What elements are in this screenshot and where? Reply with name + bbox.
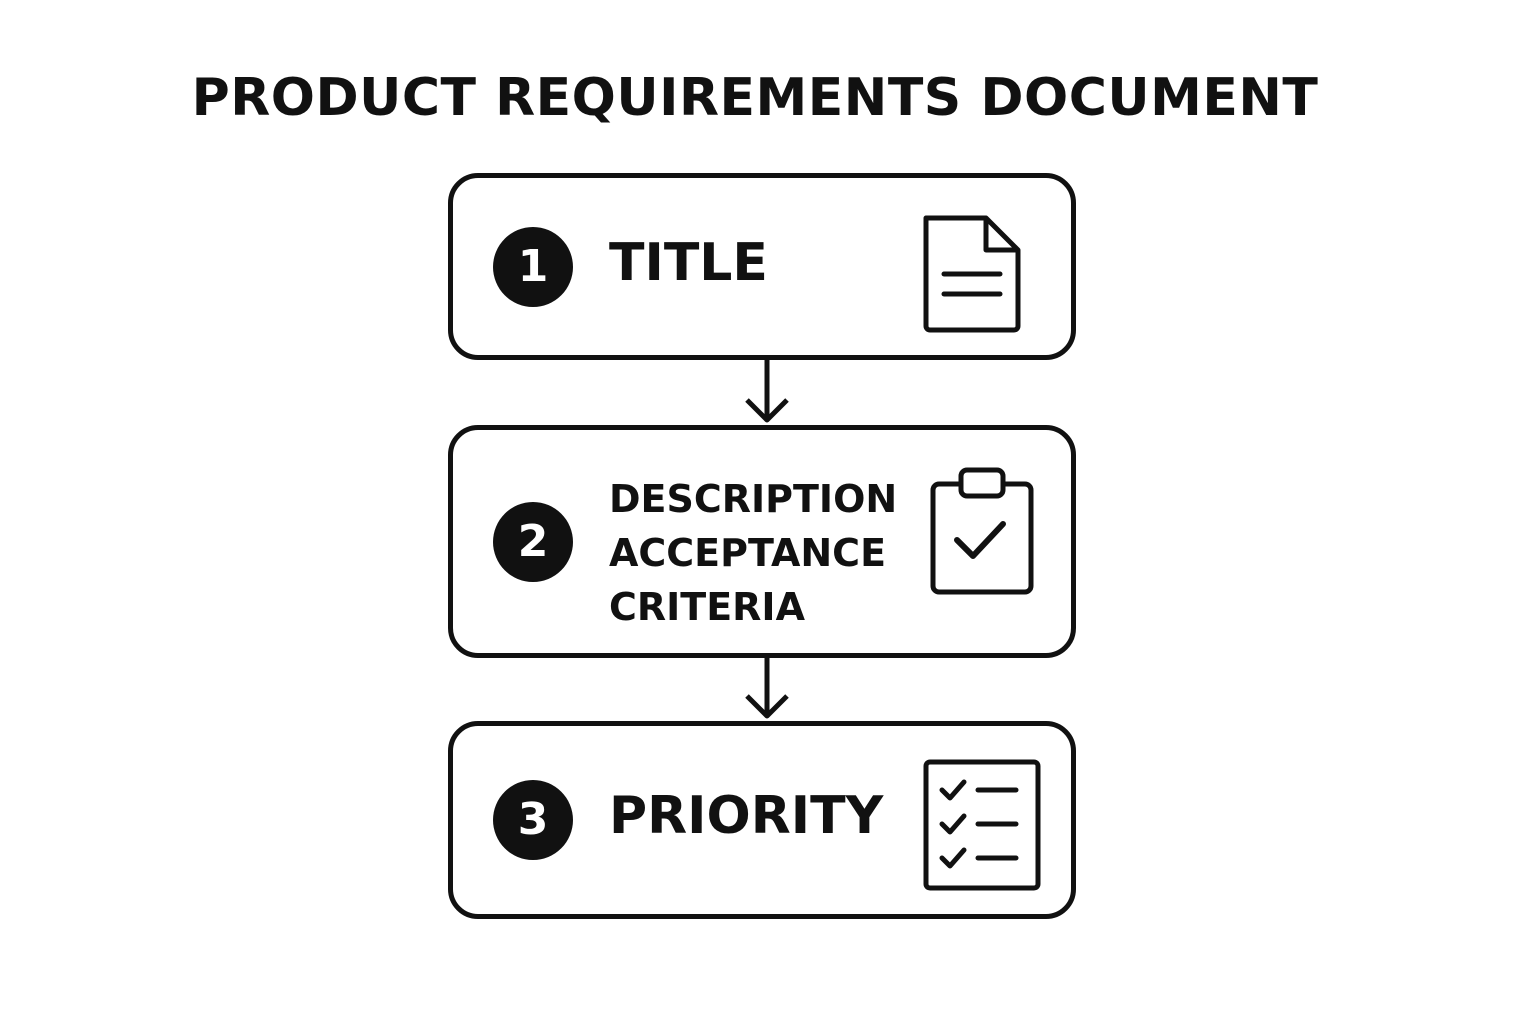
step-label: DESCRIPTION ACCEPTANCE CRITERIA (609, 472, 897, 634)
arrow-connector (745, 656, 789, 719)
checklist-icon (923, 759, 1041, 891)
step-label-line: DESCRIPTION (609, 477, 898, 521)
arrow-connector (745, 358, 789, 423)
step-label-line: TITLE (609, 232, 768, 293)
step-label: TITLE (609, 233, 768, 293)
step-label-line: PRIORITY (609, 786, 884, 846)
step-label: PRIORITY (609, 786, 883, 846)
step-label-line: CRITERIA (609, 585, 805, 629)
step-box-title: 1 TITLE (448, 173, 1076, 360)
step-label-line: ACCEPTANCE (609, 531, 887, 575)
document-icon (923, 215, 1021, 333)
step-box-description: 2 DESCRIPTION ACCEPTANCE CRITERIA (448, 425, 1076, 658)
step-number-badge: 3 (493, 780, 573, 860)
diagram-title: PRODUCT REQUIREMENTS DOCUMENT (191, 68, 1319, 128)
clipboard-check-icon (930, 467, 1034, 595)
step-box-priority: 3 PRIORITY (448, 721, 1076, 919)
step-number-badge: 1 (493, 226, 573, 307)
step-number-badge: 2 (493, 501, 573, 582)
